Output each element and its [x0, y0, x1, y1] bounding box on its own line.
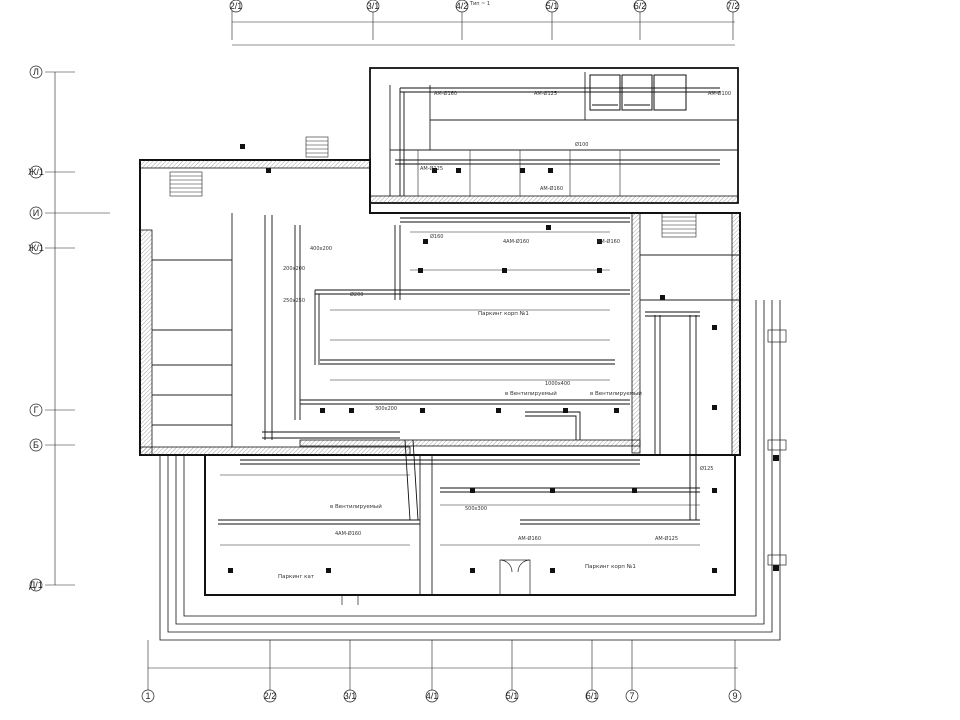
grille-label: АМ-Ø125: [655, 535, 678, 542]
axis-marker-left: Ж/1: [28, 165, 44, 179]
stairwell: [661, 212, 697, 238]
svg-text:2/1: 2/1: [230, 1, 243, 11]
axis-marker-bottom: 7: [625, 689, 639, 703]
axis-marker-top: 4/2: [455, 0, 469, 13]
axis-marker-bottom: 9: [728, 689, 742, 703]
duct-size-label: Ø160: [430, 233, 443, 240]
axis-marker-bottom: 2/2: [263, 689, 277, 703]
svg-text:Д/1: Д/1: [29, 580, 43, 590]
axis-marker-left: Л: [29, 65, 43, 79]
grille-label: АМ-Ø160: [434, 90, 457, 97]
axis-markers-left: Л Ж/1 И Ж/1 Г Б Д/1: [28, 65, 44, 592]
bottom-dimension-line: [147, 640, 738, 690]
duct-size-label: Ø200: [350, 291, 363, 298]
grille-label: АМ-Ø160: [540, 185, 563, 192]
entrance-doors: [341, 559, 531, 605]
duct-size-labels: 1000х400 500х300 400х200 300х200 250х250…: [283, 141, 713, 512]
duct-branches: [220, 150, 700, 546]
left-dimension-line: [45, 71, 110, 586]
duct-size-label: 400х200: [310, 246, 332, 252]
axis-marker-left: Д/1: [29, 578, 43, 592]
svg-text:2/2: 2/2: [264, 691, 277, 701]
axis-marker-bottom: 3/1: [343, 689, 357, 703]
room-label-vent: в Вентилируемый: [330, 503, 382, 510]
axis-marker-bottom: 1: [141, 689, 155, 703]
svg-text:5/1: 5/1: [506, 691, 519, 701]
stairwell: [305, 136, 329, 158]
air-terminals: [228, 144, 779, 573]
svg-text:6/2: 6/2: [634, 1, 647, 11]
axis-marker-top: 3/1: [366, 0, 380, 13]
room-label-parking: Паркинг кат: [278, 574, 315, 580]
vent-equipment-blocks: [589, 74, 687, 111]
grille-label: 4АМ-Ø160: [335, 530, 361, 537]
interior-partitions: [152, 72, 740, 595]
hatched-walls: [139, 159, 741, 456]
grille-labels: АМ-Ø160 АМ-Ø125 АМ-Ø100 4АМ-Ø160 АМ-Ø160…: [335, 90, 731, 542]
svg-text:Ж/1: Ж/1: [28, 243, 44, 253]
svg-text:7: 7: [629, 691, 634, 701]
grille-label: АМ-Ø160: [518, 535, 541, 542]
axis-markers-top: 2/1 3/1 4/2 5/1 6/2 7/2: [229, 0, 740, 13]
grille-label: 4АМ-Ø160: [503, 238, 529, 245]
grille-label: АМ-Ø100: [708, 90, 731, 97]
outer-walls: [139, 67, 781, 641]
duct-size-label: 1000х400: [545, 381, 570, 387]
duct-size-label: 250х250: [283, 298, 305, 304]
grille-label: АМ-Ø160: [597, 238, 620, 245]
duct-size-label: 500х300: [465, 506, 487, 512]
room-label-parking: Паркинг корп №1: [585, 564, 636, 570]
grille-label: АМ-Ø125: [534, 90, 557, 97]
axis-marker-bottom: 6/1: [585, 689, 599, 703]
svg-text:4/2: 4/2: [456, 1, 469, 11]
grille-label: АМ-Ø125: [420, 165, 443, 172]
svg-text:9: 9: [732, 691, 737, 701]
svg-text:5/1: 5/1: [546, 1, 559, 11]
duct-size-label: Ø100: [575, 141, 588, 148]
axis-marker-left: Г: [29, 403, 43, 417]
duct-size-label: 200х200: [283, 266, 305, 272]
svg-text:3/1: 3/1: [367, 1, 380, 11]
axis-marker-bottom: 4/1: [425, 689, 439, 703]
axis-marker-top: 2/1: [229, 0, 243, 13]
drawing-title: Тип ~ 1: [469, 1, 490, 7]
axis-marker-left: Ж/1: [28, 241, 44, 255]
svg-text:6/1: 6/1: [586, 691, 599, 701]
svg-text:7/2: 7/2: [727, 1, 740, 11]
svg-text:Ж/1: Ж/1: [28, 167, 44, 177]
right-openings: [767, 329, 787, 566]
axis-marker-left: Б: [29, 438, 43, 452]
svg-text:1: 1: [145, 691, 150, 701]
duct-size-label: 300х200: [375, 406, 397, 412]
svg-text:4/1: 4/1: [426, 691, 439, 701]
duct-network: [218, 87, 720, 525]
room-label-vent: в Вентилируемый: [590, 390, 642, 397]
axis-markers-bottom: 1 2/2 3/1 4/1 5/1 6/1 7 9: [141, 689, 742, 703]
axis-marker-top: 5/1: [545, 0, 559, 13]
top-dimension-line: [231, 10, 735, 46]
svg-text:Г: Г: [34, 405, 39, 415]
svg-text:Л: Л: [33, 67, 39, 77]
svg-text:Б: Б: [33, 440, 39, 450]
axis-marker-bottom: 5/1: [505, 689, 519, 703]
stairwell: [169, 171, 203, 197]
svg-text:3/1: 3/1: [344, 691, 357, 701]
svg-text:И: И: [33, 208, 39, 218]
room-label-vent: в Вентилируемый: [505, 390, 557, 397]
axis-marker-top: 7/2: [726, 0, 740, 13]
room-label-parking: Паркинг корп №1: [478, 311, 529, 317]
axis-marker-top: 6/2: [633, 0, 647, 13]
axis-marker-left: И: [29, 206, 43, 220]
duct-size-label: Ø125: [700, 465, 713, 472]
